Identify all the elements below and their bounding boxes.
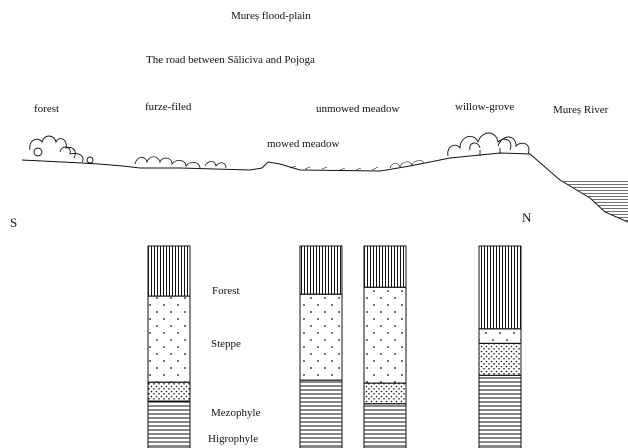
column-3-higrophyle-segment: [364, 404, 406, 448]
column-4-steppe-segment: [479, 329, 521, 344]
column-2-steppe-segment: [300, 294, 342, 380]
meadow-grass: [290, 161, 424, 170]
terrain-profile: [22, 153, 628, 222]
column-1-steppe-segment: [148, 296, 190, 382]
column-1-higrophyle-segment: [148, 401, 190, 448]
column-1-forest-segment: [148, 246, 190, 296]
vegetation-columns: [148, 246, 521, 448]
column-3-forest-segment: [364, 246, 406, 287]
column-4-forest-segment: [479, 246, 521, 329]
column-3-steppe-segment: [364, 287, 406, 383]
column-1-mezophyle-segment: [148, 382, 190, 401]
furze-shrubs: [135, 157, 226, 168]
willow-trees: [448, 133, 529, 156]
column-4-higrophyle-segment: [479, 375, 521, 448]
column-4-mezophyle-segment: [479, 343, 521, 375]
column-2-forest-segment: [300, 246, 342, 294]
column-2-higrophyle-segment: [300, 380, 342, 448]
column-3-mezophyle-segment: [364, 383, 406, 404]
forest-canopy: [30, 136, 93, 163]
